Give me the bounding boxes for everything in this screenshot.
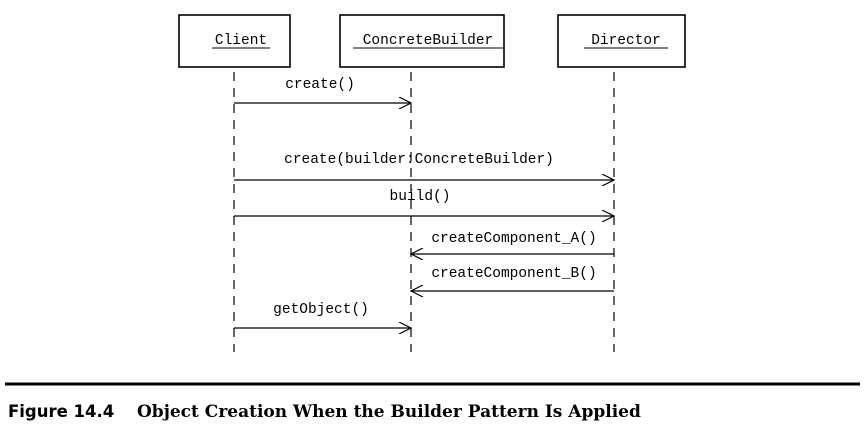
figure-caption: Figure 14.4 Object Creation When the Bui…	[8, 402, 641, 422]
message-label: create(builder:ConcreteBuilder)	[284, 152, 554, 168]
participant-box	[339, 14, 505, 68]
message-label: getObject()	[273, 302, 369, 318]
message-create: create()	[234, 77, 411, 103]
participant-label: Director	[591, 33, 661, 49]
participant-client: Client	[178, 14, 291, 68]
participant-label: Client	[215, 33, 267, 49]
message-label: createComponent_B()	[431, 266, 596, 282]
message-create-component-a: createComponent_A()	[411, 231, 614, 254]
message-label: createComponent_A()	[431, 231, 596, 247]
message-label: create()	[285, 77, 355, 93]
message-label: build()	[390, 189, 451, 205]
participant-director: Director	[557, 14, 686, 68]
participant-label: ConcreteBuilder	[363, 33, 494, 49]
message-create-component-b: createComponent_B()	[411, 266, 614, 291]
message-build: build()	[234, 189, 614, 216]
message-create-with-builder: create(builder:ConcreteBuilder)	[234, 152, 614, 180]
figure-title: Object Creation When the Builder Pattern…	[137, 402, 641, 422]
participant-box	[557, 14, 686, 68]
participant-box	[178, 14, 291, 68]
figure-number: Figure 14.4	[8, 402, 114, 421]
participant-concretebuilder: ConcreteBuilder	[339, 14, 505, 68]
message-get-object: getObject()	[234, 302, 411, 328]
